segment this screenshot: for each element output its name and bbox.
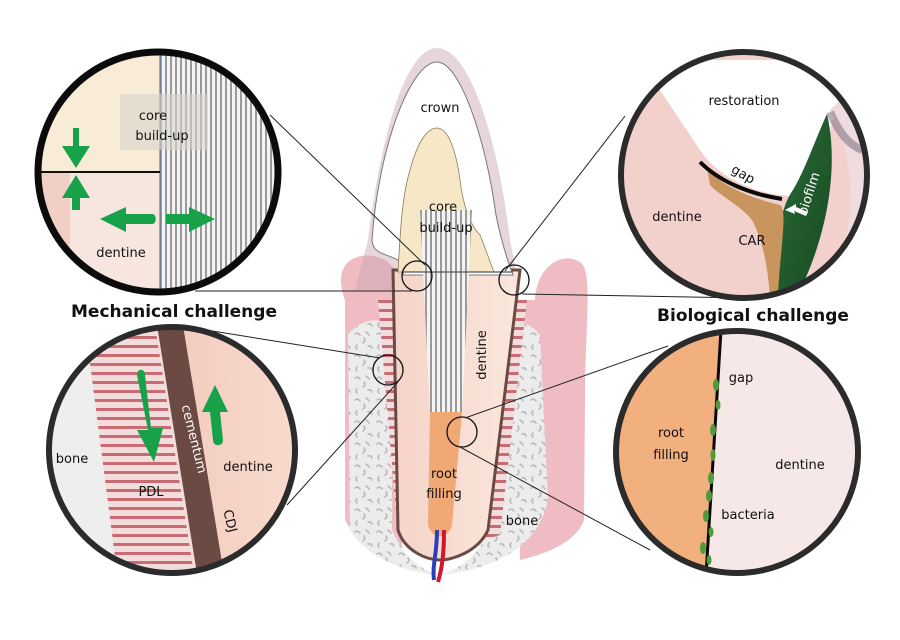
connector-lines: [195, 114, 746, 551]
inset-ring: [618, 49, 870, 301]
root-filling: [428, 412, 462, 537]
magnifier-core-interface: [401, 260, 433, 292]
label-crown: crown: [420, 101, 459, 116]
label-dentine: dentine: [475, 330, 490, 379]
arrow-right-icon: [166, 207, 215, 232]
inset-label-core-line2: build-up: [135, 129, 188, 144]
inset-label-bacteria: bacteria: [721, 508, 774, 523]
inset-label-root-line1: root: [658, 426, 684, 441]
label-core-line2: build-up: [419, 221, 472, 236]
magnifier-root-filling: [446, 416, 478, 448]
force-arrows: [137, 369, 228, 462]
inset-label-dentine: dentine: [223, 460, 272, 475]
blood-vessel-red: [436, 529, 446, 583]
inset-margin: restoration gap biofilm dentine CAR: [618, 49, 870, 301]
bacteria-cluster: [700, 379, 721, 565]
magnifier-margin: [498, 264, 530, 296]
label-core-line1: core: [429, 200, 457, 215]
inset-label-dentine: dentine: [652, 210, 701, 225]
heading-biological-challenge: Biological challenge: [657, 306, 849, 326]
cementum-band: [157, 327, 225, 573]
force-arrows: [62, 128, 215, 232]
inset-label-bone: bone: [56, 452, 88, 467]
label-bone: bone: [506, 514, 538, 529]
inset-label-dentine: dentine: [775, 458, 824, 473]
inset-ring: [34, 48, 282, 296]
inset-label-gap: gap: [729, 371, 753, 386]
inset-label-dentine: dentine: [96, 246, 145, 261]
biofilm-region: [770, 114, 832, 298]
gap-line: [698, 160, 783, 201]
arrow-down-icon: [62, 128, 90, 168]
label-root-line1: root: [431, 467, 457, 482]
heading-mechanical-challenge: Mechanical challenge: [71, 302, 277, 322]
label-root-line2: filling: [426, 487, 462, 502]
inset-ring: [613, 328, 861, 576]
arrow-up-icon: [202, 385, 228, 446]
inset-label-pdl: PDL: [138, 485, 164, 500]
inset-label-cdj: CDJ: [219, 508, 239, 534]
inset-label-root-line2: filling: [653, 448, 689, 463]
central-tooth: crown core build-up dentine root filling…: [340, 48, 588, 583]
arrow-up-icon: [62, 175, 90, 210]
inset-label-core-line1: core: [139, 109, 167, 124]
inset-label-restoration: restoration: [708, 94, 779, 109]
post: [420, 210, 472, 412]
alveolar-bone-left: [348, 320, 440, 575]
inset-pdl: bone PDL cementum dentine CDJ: [46, 324, 298, 576]
arrow-white-icon: [785, 204, 808, 216]
arrow-left-icon: [100, 207, 156, 232]
inset-root-filling: root filling gap dentine bacteria: [613, 328, 861, 576]
magnifier-pdl: [372, 354, 404, 386]
car-region: [707, 168, 784, 298]
inset-ring: [46, 324, 298, 576]
inset-core-interface: core build-up dentine: [34, 48, 282, 296]
arrow-down-icon: [137, 369, 163, 462]
inset-label-car: CAR: [738, 234, 765, 249]
blood-vessel-blue: [431, 529, 439, 581]
